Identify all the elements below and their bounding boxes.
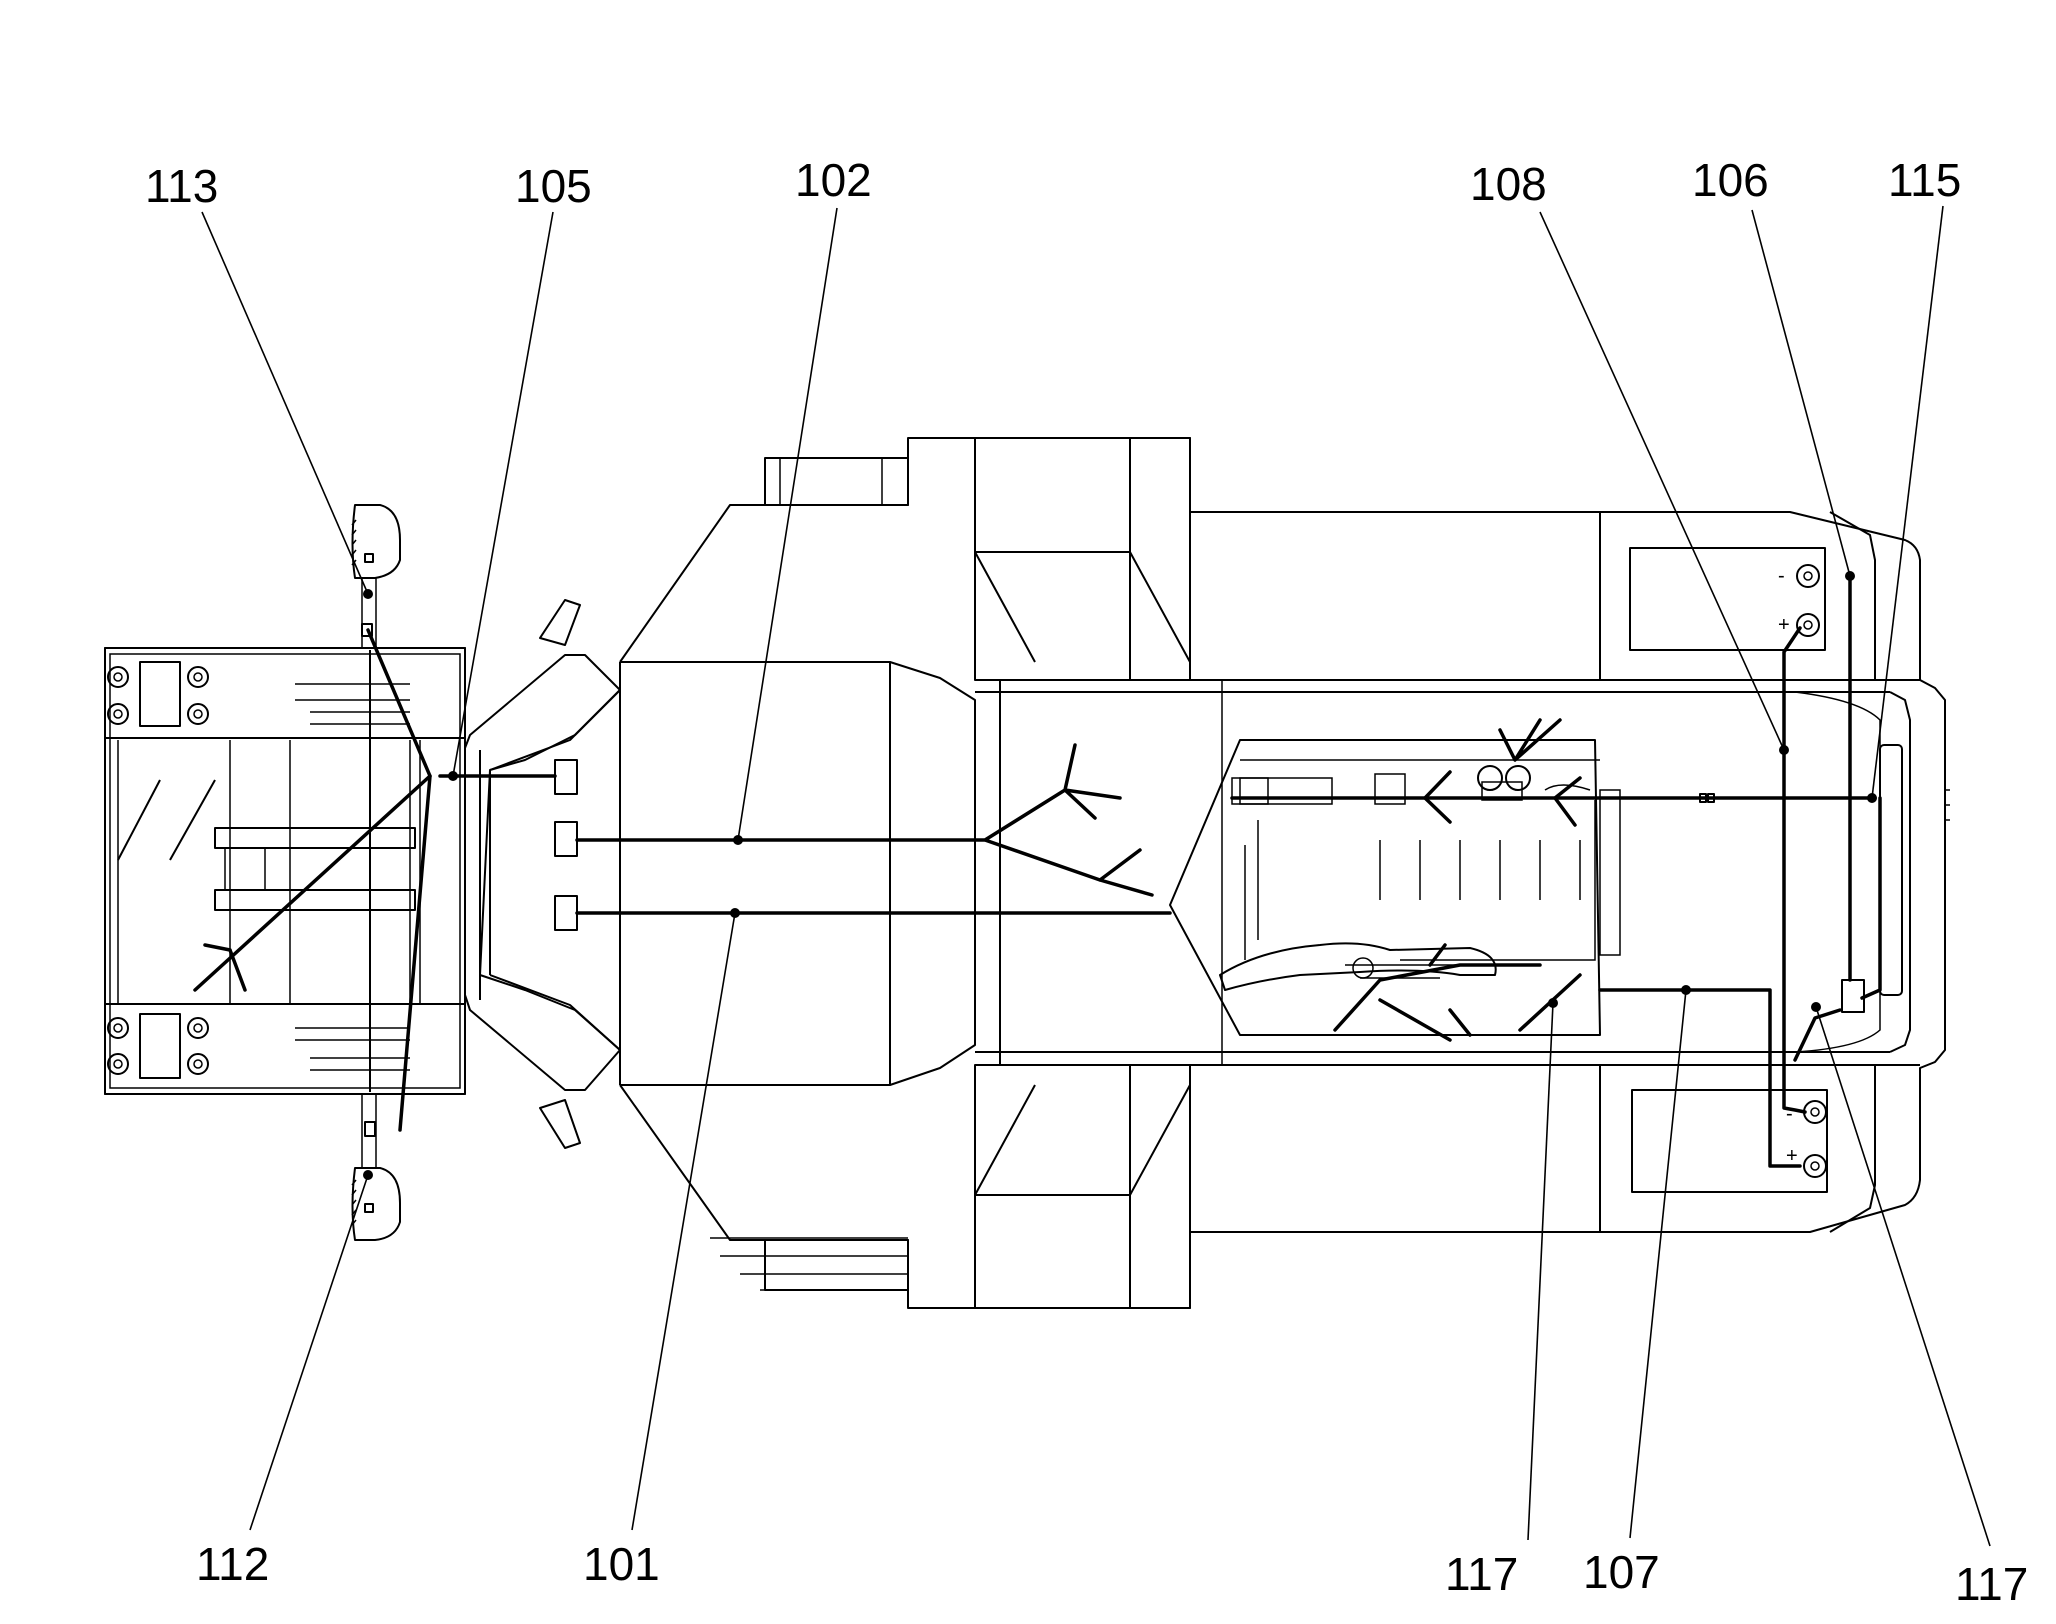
- callout-117-right: 117: [1955, 1558, 2028, 1610]
- harness-113: [366, 628, 432, 1132]
- leader-115: [1871, 205, 1944, 799]
- top-positive-terminal: [1796, 613, 1820, 637]
- callout-105: 105: [515, 160, 592, 212]
- callout-113: 113: [145, 160, 218, 212]
- callout-102: 102: [795, 154, 872, 206]
- leader-101: [631, 912, 736, 1531]
- leader-102: [737, 207, 838, 841]
- leader-lines: [201, 205, 1991, 1547]
- callout-117-left: 117: [1445, 1548, 1518, 1600]
- engine: [1219, 765, 1621, 991]
- callout-112: 112: [196, 1538, 269, 1590]
- leader-117a: [1527, 1002, 1554, 1541]
- main-body: [619, 437, 1950, 1309]
- leader-117b: [1815, 1006, 1991, 1547]
- callout-115: 115: [1888, 154, 1961, 206]
- callout-101: 101: [583, 1538, 660, 1590]
- harness-front-cross: [193, 774, 432, 992]
- harness-102: [575, 743, 1154, 897]
- callout-labels: 113 105 102 108 106 115 112 101 117 107 …: [145, 154, 2028, 1610]
- front-frame: [104, 647, 466, 1095]
- harness-107: [1598, 988, 1802, 1168]
- bottom-negative-terminal: [1803, 1100, 1827, 1124]
- machine-outline: [104, 437, 1950, 1309]
- harness-108: [1782, 626, 1807, 1114]
- leader-112: [249, 1174, 369, 1531]
- leader-113: [201, 211, 369, 595]
- top-negative-label: -: [1778, 565, 1785, 587]
- wiring-harness: [193, 571, 1882, 1180]
- leader-107: [1629, 989, 1687, 1539]
- leader-106: [1751, 209, 1851, 577]
- leader-108: [1539, 211, 1785, 751]
- front-hitch: [464, 599, 621, 1149]
- callout-107: 107: [1583, 1546, 1660, 1598]
- bottom-positive-terminal: [1803, 1154, 1827, 1178]
- battery-terminals: - + - +: [1778, 564, 1827, 1178]
- bottom-negative-label: -: [1786, 1103, 1793, 1125]
- battery-boxes: [1629, 511, 1876, 1233]
- callout-106: 106: [1692, 154, 1769, 206]
- harness-117: [1333, 943, 1542, 1042]
- top-positive-label: +: [1778, 614, 1790, 636]
- top-negative-terminal: [1796, 564, 1820, 588]
- light-mounts: [351, 504, 401, 1241]
- callout-108: 108: [1470, 158, 1547, 210]
- bottom-positive-label: +: [1786, 1145, 1798, 1167]
- leader-105: [452, 211, 554, 777]
